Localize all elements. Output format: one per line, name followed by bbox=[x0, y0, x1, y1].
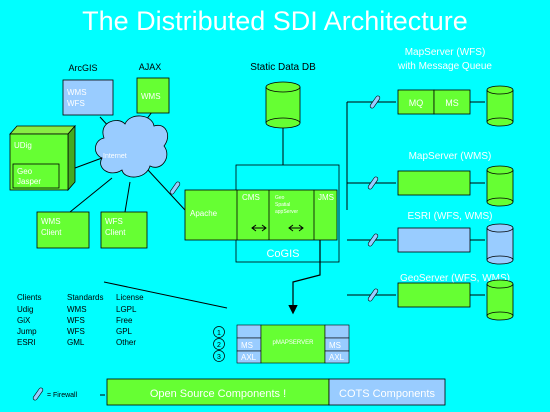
ms-label-wfs: MS bbox=[445, 98, 459, 108]
mapserver-wfs-title-1: MapServer (WFS) bbox=[405, 47, 486, 58]
geojasper-text-1: Geo bbox=[17, 167, 33, 176]
wms-client-text-2: Client bbox=[41, 228, 62, 237]
cluster-axl-right bbox=[324, 350, 350, 364]
cots-legend-box bbox=[328, 378, 446, 406]
mapserver-wfs-title-2: with Message Queue bbox=[397, 61, 492, 72]
apache-label: Apache bbox=[190, 209, 218, 218]
table-cell: ESRI bbox=[17, 338, 36, 347]
arcgis-wfs-text: WFS bbox=[67, 99, 85, 108]
esri-title: ESRI (WFS, WMS) bbox=[408, 211, 493, 222]
arcgis-label: ArcGIS bbox=[68, 63, 97, 73]
geo-label-1: Geo bbox=[275, 195, 285, 201]
wfs-client-text-2: Client bbox=[105, 228, 126, 237]
esri-db bbox=[486, 223, 514, 265]
table-link-line bbox=[103, 281, 228, 309]
component-table: Clients Standards License Udig GiX Jump … bbox=[17, 293, 144, 347]
cluster-ms-left-label: MS bbox=[241, 341, 253, 350]
cogis-to-cluster-arrow bbox=[288, 240, 321, 315]
cluster-number-badges: 1 2 3 bbox=[213, 326, 225, 362]
page-title: The Distributed SDI Architecture bbox=[82, 6, 468, 36]
svg-text:2: 2 bbox=[217, 342, 221, 349]
cluster-center-label: pMAPSERVER bbox=[273, 340, 315, 346]
cogis-label: CoGIS bbox=[266, 248, 299, 260]
wfs-client-text-1: WFS bbox=[105, 217, 123, 226]
mapserver-wfs-db bbox=[486, 85, 514, 127]
table-cell: WMS bbox=[67, 305, 87, 314]
mapserver-wms-box bbox=[397, 170, 471, 196]
wms-client-text-1: WMS bbox=[41, 217, 61, 226]
table-cell: WFS bbox=[67, 327, 85, 336]
wfs-client-box bbox=[100, 211, 148, 249]
table-cell: Free bbox=[116, 316, 133, 325]
udig-text: UDig bbox=[14, 141, 32, 150]
udig-box-top bbox=[9, 125, 76, 135]
cots-legend-label: COTS Components bbox=[339, 388, 435, 400]
wms-client-box bbox=[36, 211, 90, 249]
firewall-legend-label: = Firewall bbox=[47, 392, 78, 399]
cluster-axl-left-label: AXL bbox=[241, 353, 257, 362]
geojasper-box bbox=[12, 163, 60, 189]
geoserver-db bbox=[486, 279, 514, 321]
cluster-axl-right-label: AXL bbox=[329, 353, 345, 362]
ajax-box bbox=[136, 77, 170, 114]
firewall-icon bbox=[169, 95, 381, 302]
internet-label: Internet bbox=[103, 153, 127, 160]
geoserver-box bbox=[397, 282, 471, 308]
table-cell: GML bbox=[67, 338, 85, 347]
cluster-ms-right-label: MS bbox=[329, 341, 341, 350]
ms-box-wfs bbox=[433, 89, 471, 115]
cluster-top-right bbox=[324, 324, 350, 339]
table-cell: Jump bbox=[17, 327, 37, 336]
table-header-standards: Standards bbox=[67, 293, 103, 302]
table-cell: Udig bbox=[17, 305, 33, 314]
mapserver-wms-title: MapServer (WMS) bbox=[409, 151, 492, 162]
ajax-wms-text: WMS bbox=[141, 92, 161, 101]
arcgis-wms-text: WMS bbox=[67, 88, 87, 97]
svg-text:1: 1 bbox=[217, 330, 221, 337]
cluster-top-left bbox=[236, 324, 262, 339]
open-source-legend-box bbox=[106, 378, 330, 406]
mq-label: MQ bbox=[409, 98, 424, 108]
mapserver-wms-db bbox=[486, 165, 514, 207]
internet-cloud bbox=[95, 115, 168, 178]
connector-lines bbox=[69, 101, 485, 396]
table-cell: WFS bbox=[67, 316, 85, 325]
cogis-box bbox=[184, 189, 338, 241]
geo-label-3: appServer bbox=[275, 209, 298, 215]
table-cell: GPL bbox=[116, 327, 133, 336]
mq-box bbox=[397, 89, 435, 115]
static-db-label: Static Data DB bbox=[250, 62, 316, 73]
table-header-license: License bbox=[116, 293, 144, 302]
open-source-legend-label: Open Source Components ! bbox=[150, 388, 286, 400]
jms-label: JMS bbox=[318, 193, 334, 202]
cogis-double-arrows bbox=[251, 224, 304, 232]
udig-box-side bbox=[67, 124, 76, 192]
ajax-label: AJAX bbox=[139, 62, 162, 72]
esri-box bbox=[397, 227, 471, 253]
geo-label-2: Spatial bbox=[275, 202, 290, 208]
geoserver-title: GeoServer (WFS, WMS) bbox=[400, 273, 510, 284]
geojasper-text-2: Jasper bbox=[17, 177, 41, 186]
static-db-cylinder bbox=[265, 81, 301, 129]
cluster-center bbox=[260, 324, 326, 364]
table-cell: Other bbox=[116, 338, 136, 347]
table-cell: LGPL bbox=[116, 305, 137, 314]
svg-text:3: 3 bbox=[217, 354, 221, 361]
table-cell: GiX bbox=[17, 316, 31, 325]
cms-label: CMS bbox=[242, 193, 260, 202]
firewall-legend-icon bbox=[32, 387, 44, 401]
arcgis-box bbox=[62, 79, 114, 116]
table-header-clients: Clients bbox=[17, 293, 41, 302]
